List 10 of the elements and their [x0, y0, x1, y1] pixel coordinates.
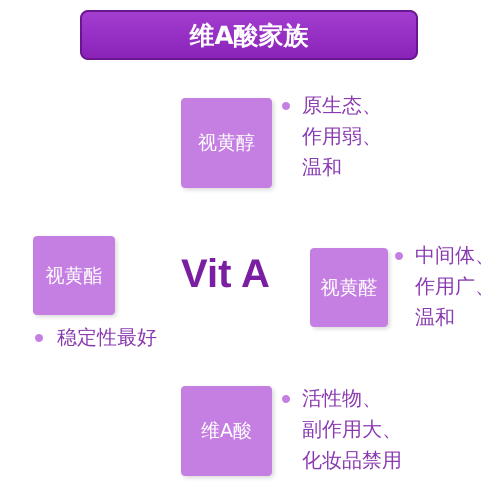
title-banner: 维A酸家族	[80, 10, 418, 60]
center-label: Vit A	[181, 251, 270, 298]
note-text: 原生态、作用弱、温和	[302, 92, 383, 181]
process-box: 视黄醛	[310, 248, 388, 327]
process-box: 视黄酯	[33, 236, 115, 315]
process-box: 维A酸	[181, 386, 272, 476]
note-text: 稳定性最好	[57, 324, 158, 351]
note-text: 中间体、作用广、温和	[415, 242, 496, 331]
process-box: 视黄醇	[181, 98, 272, 188]
note-text: 活性物、副作用大、化妆品禁用	[302, 385, 403, 474]
